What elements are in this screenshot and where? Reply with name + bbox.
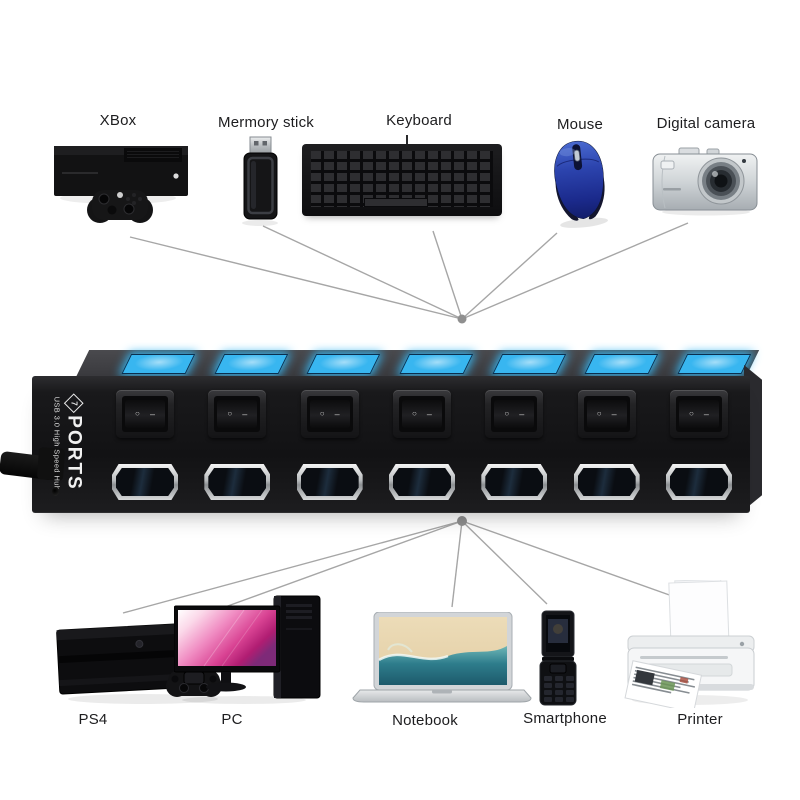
power-switch[interactable]: ○ – [669, 390, 728, 438]
usb-port [204, 464, 271, 500]
mouse-image [554, 140, 608, 228]
switch-on-mark: ○ [135, 409, 140, 418]
label-pc: PC [221, 711, 243, 728]
usb-port [112, 464, 178, 500]
switch-rocker[interactable]: ○ – [217, 400, 258, 428]
label-notebook: Notebook [392, 712, 458, 729]
switch-rocker[interactable]: ○ – [309, 400, 350, 428]
switch-rocker[interactable]: ○ – [678, 400, 719, 428]
switch-rocker[interactable]: ○ – [125, 400, 165, 428]
usb-port [665, 464, 732, 500]
usb-port [481, 464, 548, 500]
xbox-image [54, 146, 188, 223]
usb-port [573, 464, 640, 500]
smartphone-image [539, 610, 577, 706]
switch-off-mark: – [519, 408, 525, 419]
hub-port-column: ○ – [564, 388, 650, 502]
switch-rocker[interactable]: ○ – [586, 400, 627, 428]
label-keyboard: Keyboard [386, 112, 452, 129]
usb-port-slot [392, 468, 451, 496]
ps4-image [56, 621, 222, 704]
switch-off-mark: – [426, 408, 432, 419]
keyboard-keys [311, 151, 493, 207]
label-printer: Printer [677, 711, 723, 728]
usb-port-slot [577, 468, 636, 496]
hub-port-column: ○ – [194, 388, 280, 502]
hub-port-column: ○ – [656, 388, 742, 502]
label-ps4: PS4 [78, 711, 108, 728]
bottom-junction-dot [457, 516, 467, 526]
led-indicator [214, 353, 289, 374]
switch-on-mark: ○ [227, 409, 233, 418]
led-indicator [399, 353, 474, 374]
usb-port-slot [300, 468, 359, 496]
switch-on-mark: ○ [412, 409, 417, 418]
hub-port-column: ○ – [102, 388, 188, 502]
hub-front-panel: 7 PORTS USB 3.0 High Speed Hub ○ – ○ [0, 376, 750, 513]
switch-on-mark: ○ [319, 409, 325, 418]
memory-stick-image [242, 136, 278, 226]
hub-tagline-text: USB 3.0 High Speed Hub [52, 396, 62, 490]
diamond-logo-icon: 7 [64, 392, 84, 413]
notebook-image [352, 612, 532, 703]
hub-port-column: ○ – [471, 388, 557, 502]
hub-port-column: ○ – [287, 388, 373, 502]
led-indicator [584, 353, 659, 374]
printer-image [624, 580, 755, 708]
switch-off-mark: – [703, 408, 709, 419]
usb-port [388, 464, 455, 500]
label-smartphone: Smartphone [523, 710, 607, 727]
usb-port-slot [116, 468, 174, 496]
led-indicator [307, 353, 381, 374]
switch-off-mark: – [149, 408, 155, 419]
switch-on-mark: ○ [504, 409, 510, 418]
usb-port-slot [669, 468, 728, 496]
usb-port [296, 464, 363, 500]
hub-branding: 7 PORTS USB 3.0 High Speed Hub [36, 380, 100, 506]
top-junction-dot [457, 314, 467, 324]
switch-off-mark: – [611, 408, 617, 419]
hub-port-column: ○ – [379, 388, 465, 502]
power-switch[interactable]: ○ – [208, 390, 267, 438]
power-switch[interactable]: ○ – [577, 390, 636, 438]
power-switch[interactable]: ○ – [300, 390, 359, 438]
usb-port-slot [208, 468, 267, 496]
label-xbox: XBox [99, 112, 137, 129]
switch-rocker[interactable]: ○ – [494, 400, 535, 428]
switch-on-mark: ○ [596, 409, 602, 418]
keyboard-spacebar [364, 198, 428, 207]
switch-on-mark: ○ [689, 409, 694, 418]
power-switch[interactable]: ○ – [485, 390, 544, 438]
switch-off-mark: – [334, 408, 340, 419]
hub-led-strip [76, 350, 760, 377]
switch-off-mark: – [242, 408, 248, 419]
label-digital-camera: Digital camera [656, 115, 756, 132]
digital-camera-image [652, 147, 758, 216]
power-switch[interactable]: ○ – [116, 390, 174, 438]
hub-ports-area: ○ – ○ – ○ – [102, 388, 742, 502]
usb-port-slot [485, 468, 544, 496]
label-memory-stick: Mermory stick [218, 114, 314, 131]
led-indicator [492, 353, 567, 374]
hub-brand-text: PORTS [63, 414, 85, 491]
power-switch[interactable]: ○ – [392, 390, 451, 438]
switch-rocker[interactable]: ○ – [401, 400, 442, 428]
led-indicator [677, 353, 752, 374]
keyboard-image [302, 135, 502, 216]
led-indicator [121, 353, 196, 374]
usb-hub: 7 PORTS USB 3.0 High Speed Hub ○ – ○ [0, 348, 762, 514]
pc-image [174, 595, 321, 704]
label-mouse: Mouse [556, 116, 604, 133]
screw-hole [52, 487, 59, 496]
